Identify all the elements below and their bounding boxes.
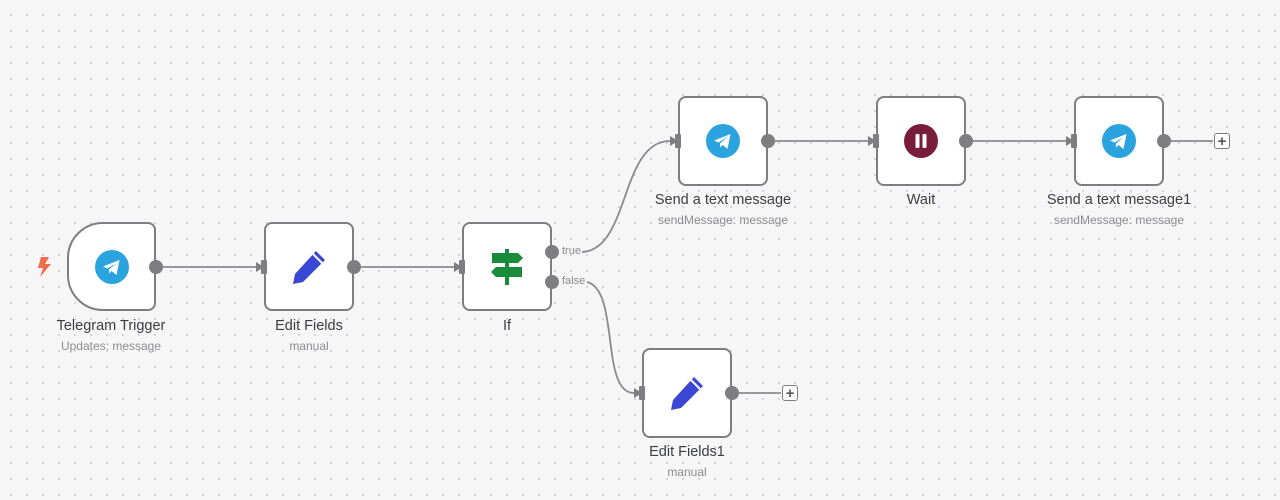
input-handle[interactable] (261, 260, 267, 274)
trigger-bolt-icon (38, 257, 51, 277)
output-handle-false[interactable] (545, 275, 559, 289)
output-handle-true[interactable] (545, 245, 559, 259)
node-send-text-message1[interactable] (1074, 96, 1164, 186)
node-title: Edit Fields (275, 318, 343, 334)
output-handle[interactable] (959, 134, 973, 148)
node-if[interactable] (462, 222, 552, 311)
node-telegram-trigger[interactable] (67, 222, 156, 311)
node-subtitle: sendMessage: message (657, 213, 789, 227)
node-send-text-message[interactable] (678, 96, 768, 186)
node-title: Send a text message (654, 192, 792, 208)
node-title: If (502, 318, 512, 334)
pause-icon (904, 124, 938, 158)
node-wait[interactable] (876, 96, 966, 186)
output-handle[interactable] (1157, 134, 1171, 148)
input-handle[interactable] (675, 134, 681, 148)
input-handle[interactable] (873, 134, 879, 148)
node-subtitle: manual (289, 339, 329, 353)
node-title: Send a text message1 (1046, 192, 1192, 208)
node-title: Telegram Trigger (56, 318, 166, 334)
telegram-icon (1102, 124, 1136, 158)
plus-icon: + (1217, 132, 1227, 150)
input-handle[interactable] (459, 260, 465, 274)
node-subtitle: manual (667, 465, 707, 479)
output-handle[interactable] (725, 386, 739, 400)
output-handle[interactable] (149, 260, 163, 274)
input-handle[interactable] (1071, 134, 1077, 148)
input-handle[interactable] (639, 386, 645, 400)
branch-label-false: false (562, 275, 586, 287)
plus-icon: + (785, 384, 795, 402)
pencil-icon (293, 250, 325, 284)
signpost-icon (491, 248, 523, 285)
output-handle[interactable] (761, 134, 775, 148)
branch-label-true: true (562, 245, 581, 257)
add-node-button[interactable]: + (1214, 133, 1230, 149)
node-edit-fields[interactable] (264, 222, 354, 311)
node-title: Edit Fields1 (649, 444, 725, 460)
telegram-icon (706, 124, 740, 158)
add-node-button[interactable]: + (782, 385, 798, 401)
node-subtitle: Updates: message (60, 339, 162, 353)
telegram-icon (94, 249, 129, 284)
node-subtitle: sendMessage: message (1053, 213, 1185, 227)
edge-if-false-to-edit-fields1 (586, 281, 635, 394)
node-edit-fields1[interactable] (642, 348, 732, 438)
node-title: Wait (906, 192, 936, 208)
pencil-icon (671, 377, 703, 410)
output-handle[interactable] (347, 260, 361, 274)
